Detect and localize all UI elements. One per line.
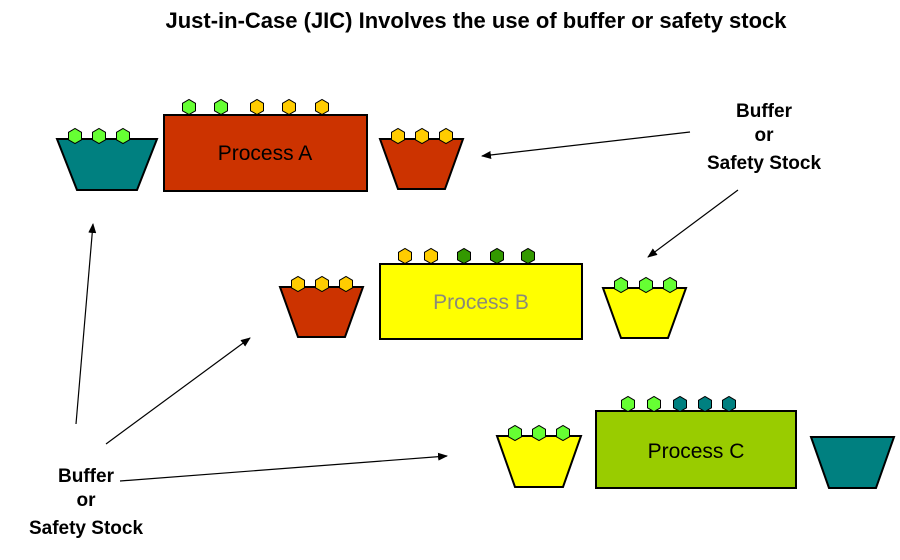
hexagon-part-icon xyxy=(250,98,264,116)
buffer-bin-c-left xyxy=(495,435,583,488)
trapezoid-bin-icon xyxy=(55,138,159,191)
process-b: Process B xyxy=(379,263,583,340)
buffer-bin-c-right xyxy=(809,436,896,489)
hexagon-part-icon xyxy=(424,247,438,265)
hexagon-part-icon xyxy=(621,395,635,413)
trapezoid-bin-icon xyxy=(278,286,365,338)
trapezoid-bin-icon xyxy=(495,435,583,488)
process-b-label: Process B xyxy=(433,291,529,314)
hexagon-part-icon xyxy=(663,276,677,294)
process-c-box xyxy=(595,410,797,489)
callout-left-line2: or xyxy=(77,490,97,511)
hexagon-part-icon xyxy=(673,395,687,413)
hexagon-part-icon xyxy=(614,276,628,294)
hexagon-part-icon xyxy=(398,247,412,265)
callout-right-line1: Buffer xyxy=(736,101,793,122)
hexagon-part-icon xyxy=(439,127,453,145)
process-a: Process A xyxy=(163,114,368,192)
buffer-bin-b-left xyxy=(278,286,365,338)
hexagon-part-icon xyxy=(291,275,305,293)
inventory-parts xyxy=(68,98,736,442)
buffer-bin-a-right xyxy=(378,138,465,190)
hexagon-part-icon xyxy=(391,127,405,145)
process-a-label: Process A xyxy=(218,142,313,165)
process-c: Process C xyxy=(595,410,797,489)
arrow-icon xyxy=(75,223,97,425)
trapezoid-bin-icon xyxy=(601,287,688,339)
hexagon-part-icon xyxy=(457,247,471,265)
callout-right-line2: or xyxy=(755,125,775,146)
process-a-box xyxy=(163,114,368,192)
hexagon-part-icon xyxy=(92,127,106,145)
hexagon-part-icon xyxy=(315,275,329,293)
trapezoid-bin-icon xyxy=(378,138,465,190)
hexagon-part-icon xyxy=(508,424,522,442)
hexagon-part-icon xyxy=(532,424,546,442)
arrow-icon xyxy=(119,452,448,482)
hexagon-part-icon xyxy=(415,127,429,145)
arrow-icon xyxy=(105,337,251,445)
hexagon-part-icon xyxy=(521,247,535,265)
hexagon-part-icon xyxy=(339,275,353,293)
hexagon-part-icon xyxy=(214,98,228,116)
hexagon-part-icon xyxy=(698,395,712,413)
callout-right-line3: Safety Stock xyxy=(707,153,821,174)
hexagon-part-icon xyxy=(116,127,130,145)
hexagon-part-icon xyxy=(722,395,736,413)
buffer-bin-b-right xyxy=(601,287,688,339)
hexagon-part-icon xyxy=(182,98,196,116)
hexagon-part-icon xyxy=(490,247,504,265)
callout-right: Buffer or Safety Stock xyxy=(707,101,821,174)
hexagon-part-icon xyxy=(315,98,329,116)
diagram-title: Just-in-Case (JIC) Involves the use of b… xyxy=(165,8,787,33)
arrow-icon xyxy=(647,189,739,258)
callout-left: Buffer or Safety Stock xyxy=(29,466,143,539)
trapezoid-bin-icon xyxy=(809,436,896,489)
callout-left-line1: Buffer xyxy=(58,466,115,487)
callout-left-line3: Safety Stock xyxy=(29,518,143,539)
hexagon-part-icon xyxy=(282,98,296,116)
hexagon-part-icon xyxy=(556,424,570,442)
buffer-bin-a-left xyxy=(55,138,159,191)
hexagon-part-icon xyxy=(647,395,661,413)
process-b-box xyxy=(379,263,583,340)
arrow-icon xyxy=(481,131,691,159)
process-c-label: Process C xyxy=(648,440,745,463)
hexagon-part-icon xyxy=(68,127,82,145)
hexagon-part-icon xyxy=(639,276,653,294)
